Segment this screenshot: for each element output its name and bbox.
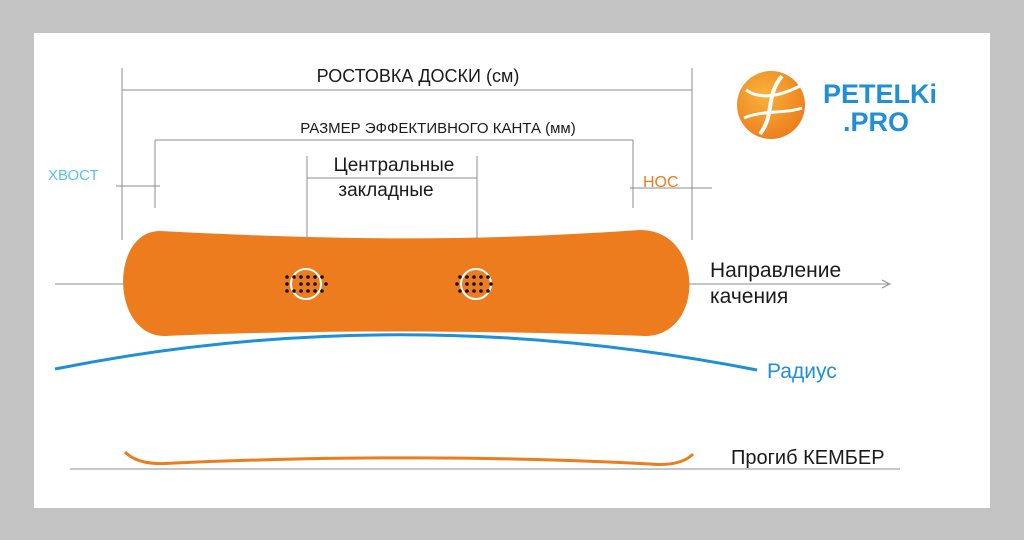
snowboard-shape	[123, 230, 690, 336]
direction-arrow-icon	[881, 279, 892, 289]
camber-curve	[123, 450, 695, 466]
camber-label: Прогиб КЕМБЕР	[731, 447, 885, 469]
tail-label: ХВОСТ	[48, 167, 99, 184]
logo-text-line1: PETELKi	[823, 79, 937, 109]
radius-label: Радиус	[767, 360, 837, 383]
effective-edge-dimension	[154, 139, 634, 208]
front-insert-group	[455, 268, 493, 300]
direction-label-line1: Направление	[710, 259, 841, 282]
logo-text-line2: .PRO	[843, 107, 909, 137]
board-length-dimension	[121, 68, 693, 240]
center-inserts-label-line2: закладные	[338, 180, 433, 201]
effective-edge-label: РАЗМЕР ЭФФЕКТИВНОГО КАНТА (мм)	[300, 120, 576, 137]
center-inserts-label-line1: Центральные	[334, 155, 455, 176]
petelki-logo: PETELKi .PRO	[737, 71, 937, 139]
rear-insert-group	[285, 268, 328, 300]
nose-label: НОС	[643, 174, 679, 191]
board-length-label: РОСТОВКА ДОСКИ (см)	[317, 66, 520, 86]
radius-arc	[54, 333, 758, 372]
direction-label-line2: качения	[710, 285, 788, 308]
